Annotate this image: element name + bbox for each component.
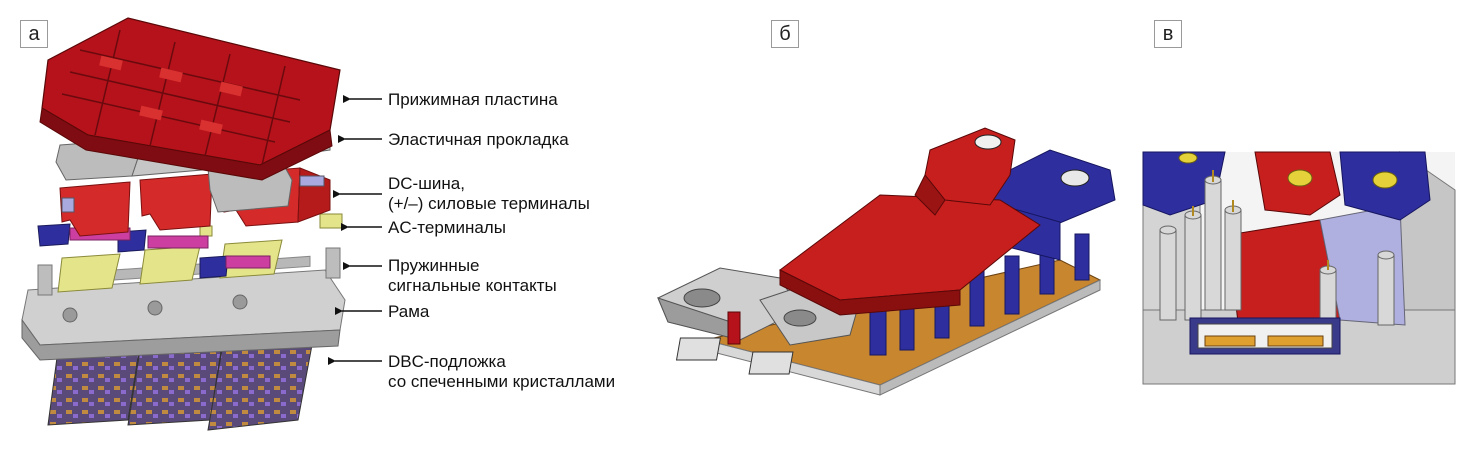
callout-spring-contacts: Пружинные сигнальные контакты [388, 256, 557, 295]
callout-dbc-substrate: DBC-подложка со спеченными кристаллами [388, 352, 616, 391]
ac-terminals-part [37, 223, 271, 279]
callout-pressure-plate: Прижимная пластина [388, 90, 558, 109]
panel-label-a: а [20, 20, 48, 48]
callout-frame: Рама [388, 302, 430, 321]
pressure-plate-part [39, 17, 341, 181]
callout-dc-bus: DC-шина, (+/–) силовые терминалы [388, 174, 590, 213]
dbc-substrates [47, 344, 313, 431]
assembled-module [657, 127, 1116, 396]
callout-elastic-pad: Эластичная прокладка [388, 130, 569, 149]
callout-arrows [328, 95, 382, 365]
cross-section-detail [1142, 151, 1456, 385]
panel-label-c: в [1154, 20, 1182, 48]
exploded-view [21, 17, 382, 431]
callout-ac-terminals: AC-терминалы [388, 218, 506, 237]
panel-label-b: б [771, 20, 799, 48]
